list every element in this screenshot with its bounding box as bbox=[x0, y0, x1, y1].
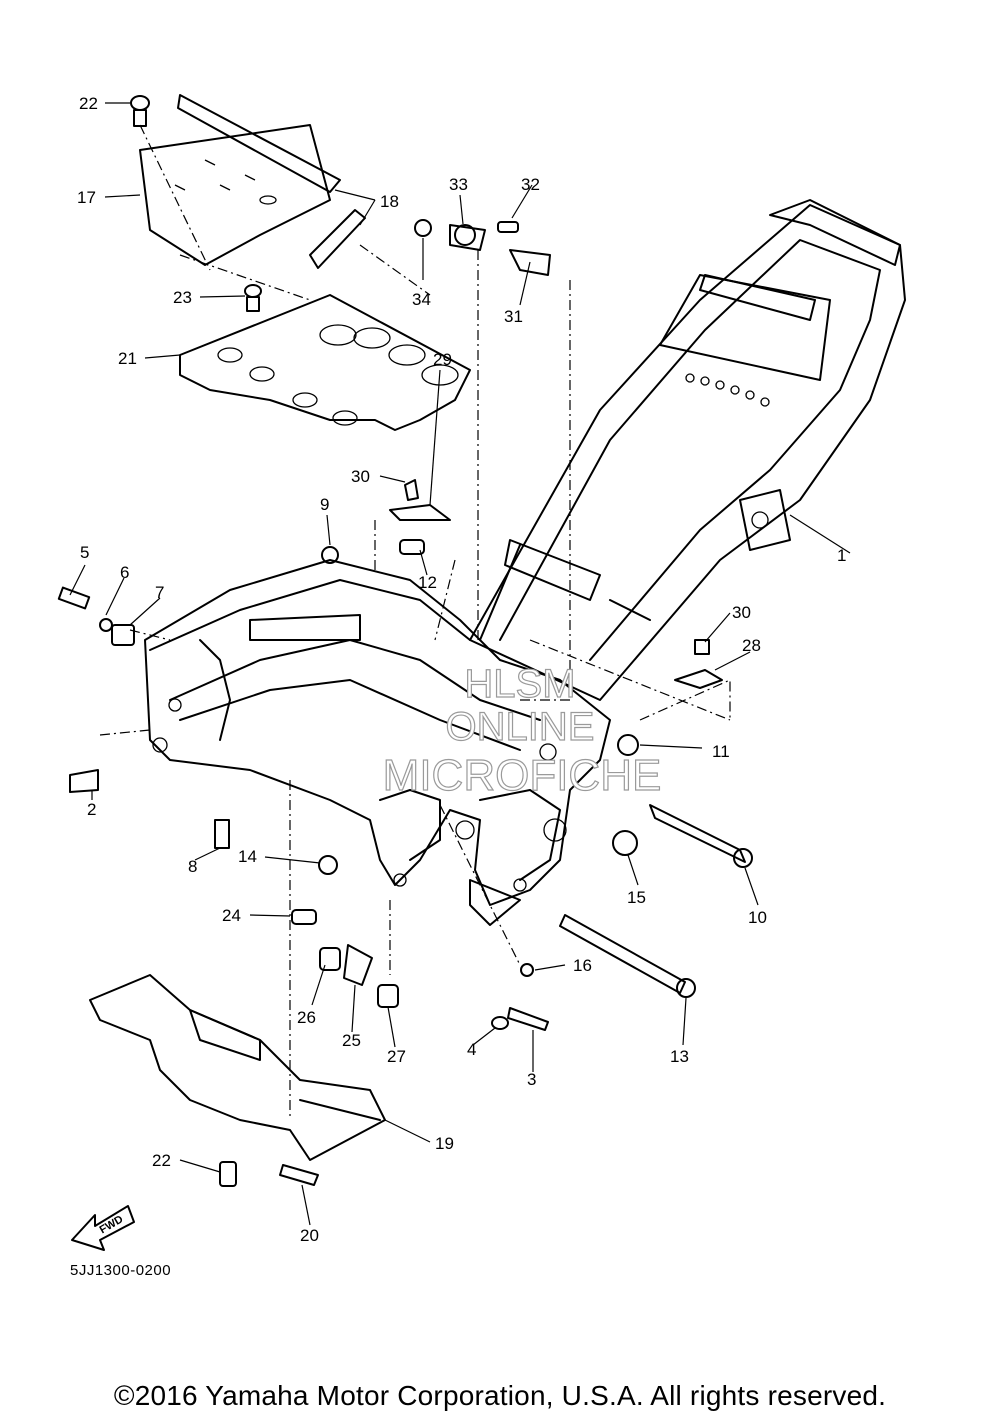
callout-12: 12 bbox=[418, 573, 437, 592]
callout-6: 6 bbox=[120, 563, 129, 582]
watermark-line-1: HLSM bbox=[464, 662, 575, 706]
upper-plate-17 bbox=[139, 94, 366, 269]
callout-8: 8 bbox=[188, 857, 197, 876]
callout-23: 23 bbox=[173, 288, 192, 307]
callout-22-top: 22 bbox=[79, 94, 98, 113]
lower-cover-19 bbox=[89, 974, 386, 1161]
copyright-notice: ©2016 Yamaha Motor Corporation, U.S.A. A… bbox=[113, 1380, 887, 1411]
callout-16: 16 bbox=[573, 956, 592, 975]
callout-22-bottom: 22 bbox=[152, 1151, 171, 1170]
callout-26: 26 bbox=[297, 1008, 316, 1027]
watermark-line-2: ONLINE bbox=[446, 705, 595, 749]
undertray-21 bbox=[179, 294, 471, 431]
callout-18: 18 bbox=[380, 192, 399, 211]
callout-32: 32 bbox=[521, 175, 540, 194]
callout-5: 5 bbox=[80, 543, 89, 562]
callout-21: 21 bbox=[118, 349, 137, 368]
watermark-line-3: MICROFICHE bbox=[383, 751, 662, 800]
diagram-code: 5JJ1300-0200 bbox=[70, 1262, 172, 1279]
callout-2: 2 bbox=[87, 800, 96, 819]
callout-19: 19 bbox=[435, 1134, 454, 1153]
callout-31: 31 bbox=[504, 307, 523, 326]
callout-17: 17 bbox=[77, 188, 96, 207]
callout-14: 14 bbox=[238, 847, 257, 866]
callout-numbers: 1 2 3 4 5 6 7 8 9 10 11 12 13 14 15 16 1… bbox=[77, 94, 846, 1245]
callout-9: 9 bbox=[320, 495, 329, 514]
callout-29: 29 bbox=[433, 350, 452, 369]
callout-1: 1 bbox=[837, 546, 846, 565]
leader-lines bbox=[69, 102, 851, 1226]
callout-27: 27 bbox=[387, 1047, 406, 1066]
watermark: HLSM ONLINE MICROFICHE bbox=[382, 661, 662, 800]
rear-frame bbox=[469, 199, 906, 701]
callout-28: 28 bbox=[742, 636, 761, 655]
callout-11: 11 bbox=[712, 742, 730, 761]
callout-24: 24 bbox=[222, 906, 241, 925]
callout-34: 34 bbox=[412, 290, 431, 309]
callout-13: 13 bbox=[670, 1047, 689, 1066]
small-parts bbox=[57, 95, 753, 1187]
callout-30-top: 30 bbox=[351, 467, 370, 486]
callout-33: 33 bbox=[449, 175, 468, 194]
main-frame bbox=[144, 559, 611, 926]
callout-25: 25 bbox=[342, 1031, 361, 1050]
callout-7: 7 bbox=[155, 583, 164, 602]
callout-20: 20 bbox=[300, 1226, 319, 1245]
callout-10: 10 bbox=[748, 908, 767, 927]
callout-30-right: 30 bbox=[732, 603, 751, 622]
callout-3: 3 bbox=[527, 1070, 536, 1089]
callout-4: 4 bbox=[467, 1040, 476, 1059]
callout-15: 15 bbox=[627, 888, 646, 907]
fwd-arrow: FWD bbox=[71, 1205, 135, 1251]
assembly-lines bbox=[99, 124, 731, 1120]
